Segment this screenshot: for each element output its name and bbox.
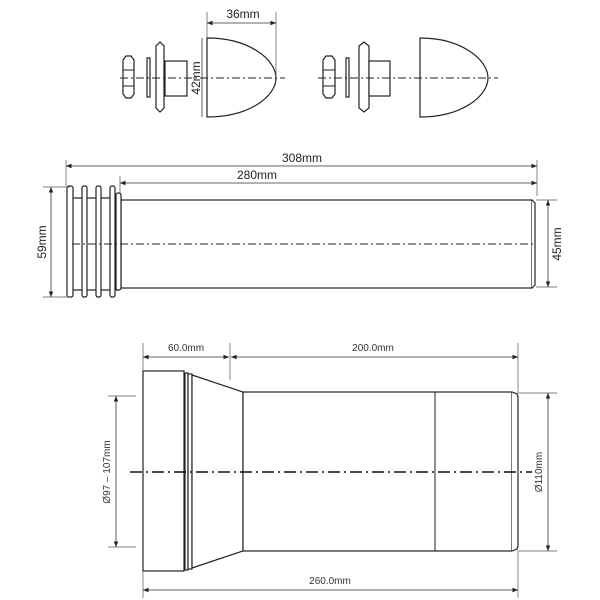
hex-nut <box>322 55 336 99</box>
ribbed-pipe-view: 308mm 280mm 59mm 45mm <box>35 151 564 298</box>
cap-assembly-dimensioned: 36mm 42mm <box>120 7 285 118</box>
seal-rib <box>95 185 102 298</box>
seal-rib <box>81 185 88 298</box>
total-length-label: 260.0mm <box>309 576 351 587</box>
seal-rib <box>109 185 116 298</box>
seal-diameter-label: 59mm <box>35 225 49 258</box>
socket <box>142 370 185 572</box>
socket-pipe-view: 60.0mm 200.0mm Ø97 – 107mm Ø110mm 260.0m… <box>102 343 557 598</box>
total-length-label: 308mm <box>282 151 322 165</box>
hex-nut <box>122 55 135 99</box>
pipe-diameter-label: Ø110mm <box>534 452 545 492</box>
flange <box>155 41 165 113</box>
cap-diameter-label: 42mm <box>189 61 203 94</box>
socket-diameter-label: Ø97 – 107mm <box>102 440 113 503</box>
cap-assembly <box>318 37 498 118</box>
cap-length-label: 36mm <box>226 7 259 21</box>
seal-rib <box>115 192 122 291</box>
pipe-length-label: 200.0mm <box>352 343 394 354</box>
pipe-length-label: 280mm <box>237 168 277 182</box>
seal-rib <box>66 185 74 298</box>
socket-length-label: 60.0mm <box>168 343 204 354</box>
pipe-body <box>120 199 533 289</box>
flange <box>358 41 370 113</box>
pipe-diameter-label: 45mm <box>550 227 564 260</box>
